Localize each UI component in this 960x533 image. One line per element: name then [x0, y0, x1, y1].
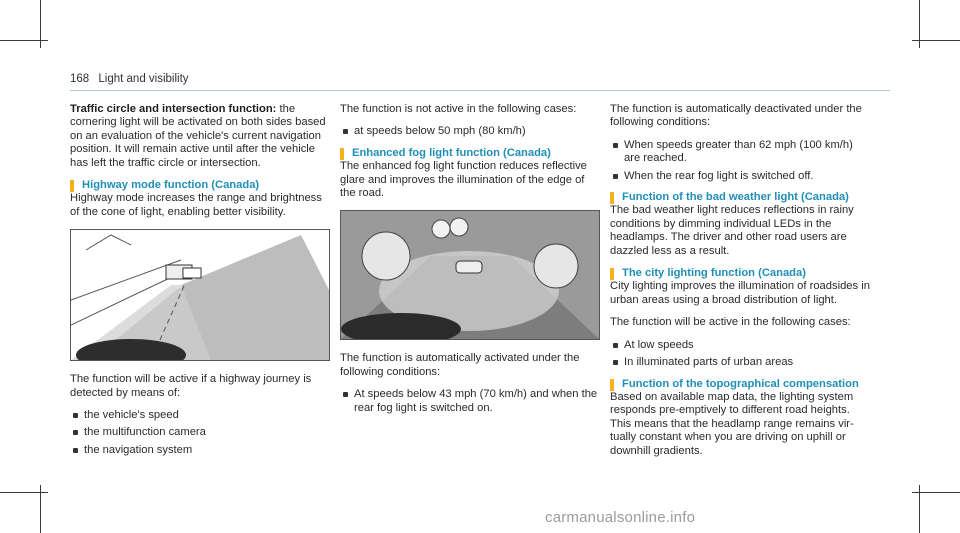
highway-mode-illustration	[70, 229, 330, 372]
subheading: Enhanced fog light function (Canada)	[340, 147, 602, 161]
bullet-list: the vehicle's speed the multifunction ca…	[70, 409, 332, 457]
paragraph: Traffic circle and intersection function…	[70, 103, 332, 170]
list-item: the navigation system	[70, 444, 332, 457]
crop-mark	[919, 0, 920, 48]
list-item: at speeds below 50 mph (80 km/h)	[340, 125, 602, 138]
crop-mark	[912, 40, 960, 41]
page-number: 168	[70, 73, 90, 85]
list-item: When speeds greater than 62 mph (100 km/…	[610, 139, 872, 166]
bullet-list: At low speeds In illuminated parts of ur…	[610, 339, 872, 370]
subheading: Function of the topographical compensati…	[610, 378, 872, 391]
crop-mark	[0, 492, 48, 493]
paragraph: The function is automatically activated …	[340, 352, 580, 378]
list-item: When the rear fog light is switched off.	[610, 170, 872, 183]
column-3: The function is automatically deactivate…	[610, 103, 872, 467]
list-item: At low speeds	[610, 339, 872, 352]
crop-mark	[919, 485, 920, 533]
column-2: The function is not active in the follow…	[340, 103, 602, 423]
crop-mark	[912, 492, 960, 493]
crop-mark	[40, 485, 41, 533]
bold-term: Traffic circle and intersection function…	[70, 103, 277, 115]
list-item: the multifunction camera	[70, 426, 332, 439]
list-item: In illuminated parts of urban areas	[610, 356, 872, 369]
bullet-list: When speeds greater than 62 mph (100 km/…	[610, 139, 872, 183]
list-item: the vehicle's speed	[70, 409, 332, 422]
subheading: The city lighting function (Canada)	[610, 267, 872, 281]
page-header: 168 Light and visibility	[70, 73, 189, 85]
watermark: carmanualsonline.info	[545, 509, 696, 526]
fog-light-illustration	[340, 210, 600, 346]
paragraph: The enhanced fog light function reduces …	[340, 160, 587, 200]
crop-mark	[40, 0, 41, 48]
paragraph: Based on available map data, the lightin…	[610, 390, 854, 457]
paragraph: City lighting improves the illumination …	[610, 280, 870, 306]
paragraph: The function will be active if a highway…	[70, 373, 312, 399]
section-title: Light and visibility	[98, 73, 189, 85]
list-item: At speeds below 43 mph (70 km/h) and whe…	[340, 388, 602, 415]
bullet-list: At speeds below 43 mph (70 km/h) and whe…	[340, 388, 602, 415]
paragraph-text: the corner­ing light will be activated o…	[70, 103, 326, 169]
paragraph: The function is not active in the follow…	[340, 103, 577, 115]
paragraph: The bad weather light reduces reflection…	[610, 204, 854, 257]
paragraph: Highway mode increases the range and bri…	[70, 192, 322, 218]
subheading: Function of the bad weather light (Canad…	[610, 191, 872, 205]
crop-mark	[0, 40, 48, 41]
paragraph: The function is automatically deactivate…	[610, 103, 862, 129]
paragraph: The function will be active in the follo…	[610, 316, 851, 329]
column-1: Traffic circle and intersection function…	[70, 103, 332, 465]
subheading: Highway mode function (Canada)	[70, 179, 332, 193]
header-divider	[70, 90, 890, 91]
bullet-list: at speeds below 50 mph (80 km/h)	[340, 125, 602, 138]
